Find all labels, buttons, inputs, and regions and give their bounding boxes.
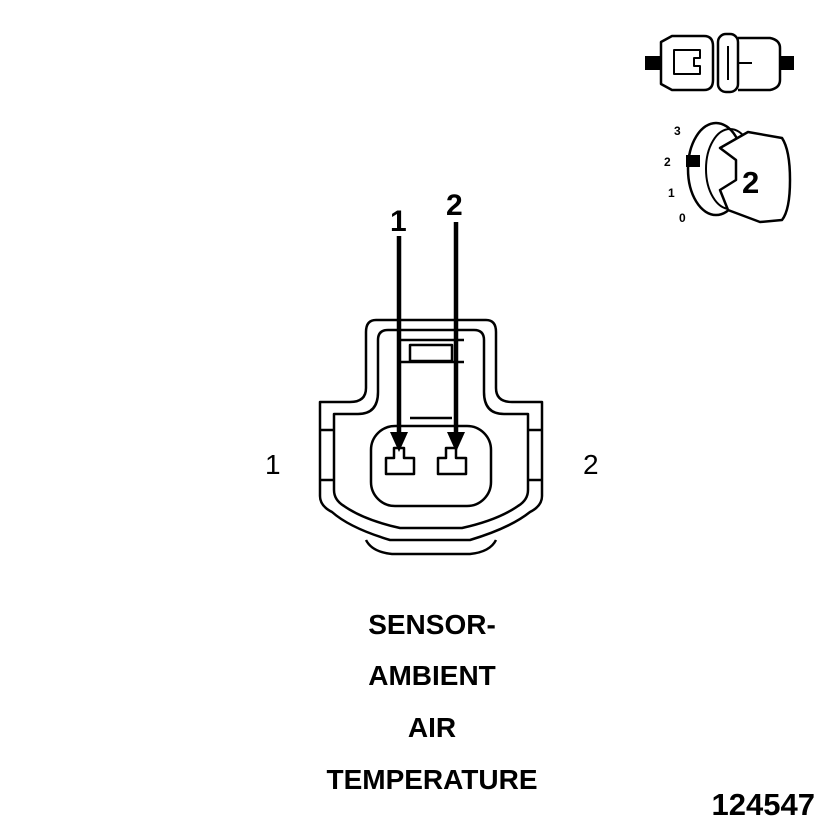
pin-count-icon: 3 2 1 0 2 bbox=[664, 121, 792, 225]
pin-2-callout-label: 2 bbox=[446, 189, 463, 222]
scale-label-3: 3 bbox=[674, 124, 681, 138]
mated-connector-icon bbox=[645, 32, 794, 94]
scale-label-1: 1 bbox=[668, 186, 675, 200]
scale-label-2: 2 bbox=[664, 155, 671, 169]
side-label-left: 1 bbox=[265, 449, 281, 480]
pin-1-callout-label: 1 bbox=[390, 205, 407, 238]
caption-line-2: AMBIENT bbox=[368, 660, 496, 691]
figure-number: 124547 bbox=[712, 787, 815, 822]
pin-2-arrow bbox=[447, 222, 465, 452]
caption-line-4: TEMPERATURE bbox=[326, 764, 537, 795]
scale-label-0: 0 bbox=[679, 211, 686, 225]
connector-housing bbox=[318, 318, 544, 556]
pin-1-arrow bbox=[390, 236, 408, 452]
caption-line-3: AIR bbox=[408, 712, 456, 743]
side-label-right: 2 bbox=[583, 449, 599, 480]
pin-count-value: 2 bbox=[742, 165, 759, 200]
caption: SENSOR- AMBIENT AIR TEMPERATURE bbox=[326, 609, 537, 795]
caption-line-1: SENSOR- bbox=[368, 609, 496, 640]
